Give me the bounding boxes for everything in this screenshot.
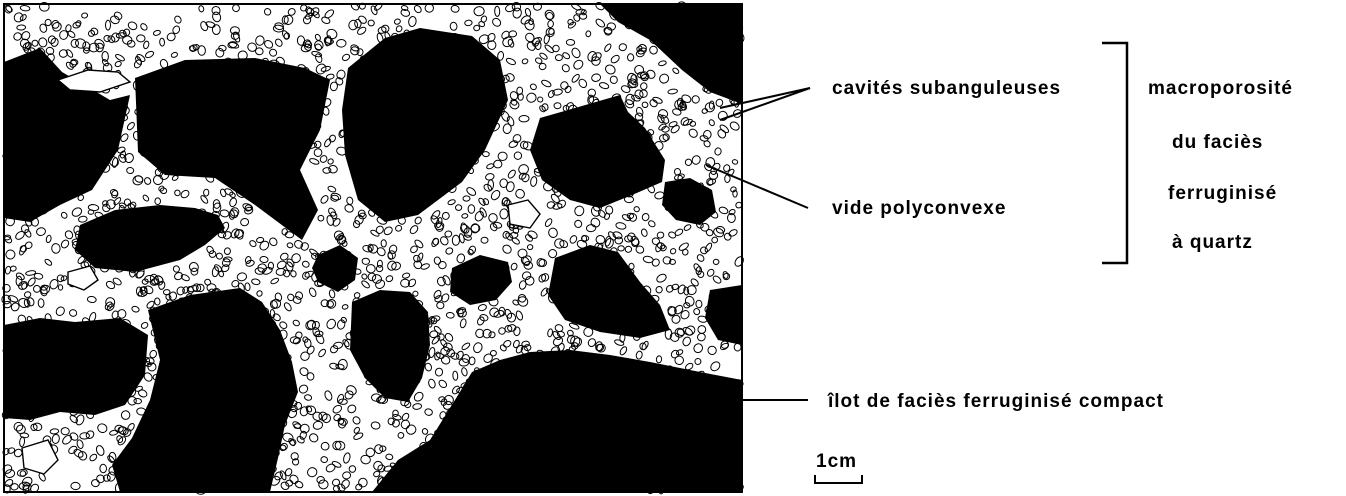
specimen-panel — [0, 1, 745, 495]
label-vide-polyconvexe: vide polyconvexe — [832, 199, 1006, 218]
scale-bar — [815, 475, 862, 483]
scale-label: 1cm — [816, 452, 857, 471]
bracket-label-line-2: du faciès — [1172, 133, 1263, 152]
bracket-label-line-4: à quartz — [1172, 233, 1253, 252]
bracket — [1102, 43, 1127, 263]
bracket-label-line-3: ferruginisé — [1168, 184, 1277, 203]
label-ilot-compact: îlot de faciès ferruginisé compact — [828, 392, 1164, 411]
bracket-label-line-1: macroporosité — [1148, 79, 1293, 98]
label-cavites-subanguleuses: cavités subanguleuses — [832, 79, 1061, 98]
